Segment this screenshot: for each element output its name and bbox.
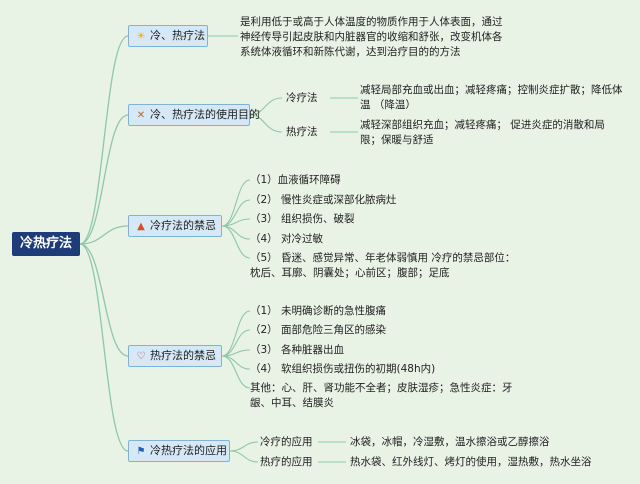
- root-node[interactable]: 冷热疗法: [12, 232, 80, 256]
- sub-node-heat-application[interactable]: 热疗的应用: [260, 456, 313, 468]
- list-item: 其他：心、肝、肾功能不全者；皮肤湿疹；急性炎症：牙: [250, 382, 513, 394]
- branch-node-heat-contraindications[interactable]: ♡ 热疗法的禁忌: [128, 345, 222, 367]
- purpose-heat-line: 限；保暖与舒适: [360, 134, 434, 146]
- connector-root-branch2: [79, 114, 129, 245]
- purpose-cold-line: 减轻局部充血或出血；减轻疼痛；控制炎症扩散；降低体: [360, 84, 623, 96]
- definition-line: 神经传导引起皮肤和内脏器官的收缩和舒张，改变机体各: [240, 31, 503, 43]
- branch-node-applications[interactable]: ⚑ 冷热疗法的应用: [128, 440, 230, 462]
- purpose-heat-line: 减轻深部组织充血；减轻疼痛； 促进炎症的消散和局: [360, 119, 605, 131]
- heart-icon: ♡: [136, 351, 146, 362]
- application-cold-line: 冰袋，冰帽，冷湿敷，温水擦浴或乙醇擦浴: [350, 436, 550, 448]
- connector-branch5-sub-details: [318, 441, 346, 463]
- branch-label: 冷疗法的禁忌: [150, 219, 216, 232]
- branch-node-cold-contraindications[interactable]: ▲ 冷疗法的禁忌: [128, 215, 222, 237]
- list-item: （3） 组织损伤、破裂: [250, 213, 355, 225]
- definition-line: 系统体液循环和新陈代谢，达到治疗目的的方法: [240, 46, 461, 58]
- list-item: （2） 面部危险三角区的感染: [250, 324, 387, 336]
- list-item: 枕后、耳廓、阴囊处；心前区；腹部；足底: [250, 267, 450, 279]
- connector-branch4-items: [221, 310, 251, 389]
- sub-node-cold-application[interactable]: 冷疗的应用: [260, 436, 313, 448]
- connector-branch3-items: [221, 179, 251, 259]
- sub-node-heat-therapy[interactable]: 热疗法: [286, 126, 318, 138]
- list-item: （5） 昏迷、感觉异常、年老体弱慎用 冷疗的禁忌部位：: [250, 252, 516, 264]
- list-item: （4） 软组织损伤或扭伤的初期(48h内): [250, 363, 436, 375]
- sub-node-cold-therapy[interactable]: 冷疗法: [286, 92, 318, 104]
- branch-label: 冷、热疗法: [150, 29, 205, 42]
- connector-root-branch5: [79, 243, 129, 452]
- list-item: 龈、中耳、结膜炎: [250, 397, 334, 409]
- fire-icon: ▲: [137, 221, 145, 232]
- branch-label: 冷、热疗法的使用目的: [150, 108, 260, 121]
- definition-line: 是利用低于或高于人体温度的物质作用于人体表面，通过: [240, 16, 503, 28]
- list-item: （3） 各种脏器出血: [250, 344, 345, 356]
- branch-label: 冷热疗法的应用: [150, 444, 227, 457]
- list-item: （1）血液循环障碍: [250, 174, 341, 186]
- purpose-cold-line: 温 （降温）: [360, 99, 416, 111]
- list-item: （1） 未明确诊断的急性腹痛: [250, 305, 387, 317]
- connector-branch5-subs: [229, 441, 259, 463]
- list-item: （2） 慢性炎症或深部化脓病灶: [250, 194, 397, 206]
- list-item: （4） 对冷过敏: [250, 233, 324, 245]
- sun-icon: ☀: [136, 31, 146, 42]
- tools-icon: ✕: [136, 110, 146, 121]
- flag-icon: ⚑: [136, 446, 146, 457]
- branch-node-definition[interactable]: ☀ 冷、热疗法: [128, 25, 208, 47]
- branch-node-purpose[interactable]: ✕ 冷、热疗法的使用目的: [128, 104, 260, 126]
- connector-branch2-sub-details: [330, 97, 358, 133]
- branch-label: 热疗法的禁忌: [150, 349, 216, 362]
- connector-root-branch4: [79, 243, 129, 357]
- connector-branch2-subs: [249, 97, 283, 133]
- connector-root-branch3: [79, 225, 129, 245]
- connector-root-branch1: [79, 35, 129, 245]
- application-heat-line: 热水袋、红外线灯、烤灯的使用，湿热敷，热水坐浴: [350, 456, 592, 468]
